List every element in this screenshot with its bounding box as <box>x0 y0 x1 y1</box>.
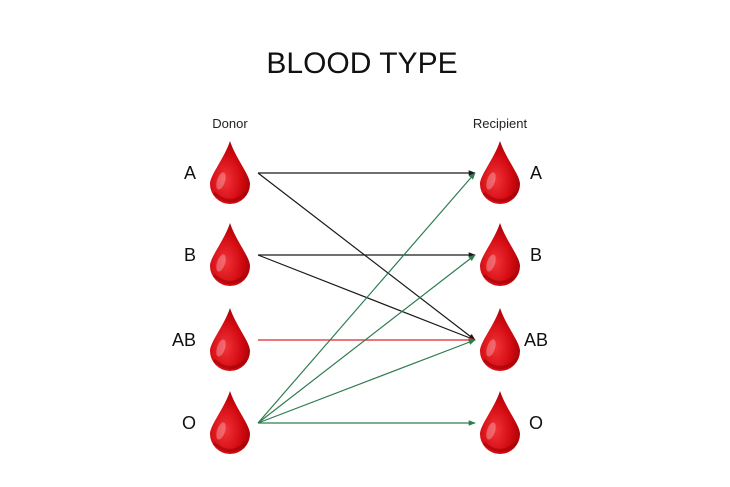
recipient-drop-b-icon <box>480 223 520 286</box>
drop-highlight <box>216 422 226 440</box>
recipient-drop-a-icon <box>480 141 520 204</box>
drop-shape <box>480 391 520 454</box>
recipient-drop-ab-icon <box>480 308 520 371</box>
recipient-drop-o-icon <box>480 391 520 454</box>
drop-highlight <box>216 339 226 357</box>
recipient-label-ab: AB <box>524 330 548 350</box>
recipient-label-b: B <box>530 245 542 265</box>
donor-label-b: B <box>184 245 196 265</box>
drop-shadow <box>212 358 248 369</box>
drop-shadow <box>212 273 248 284</box>
drop-highlight <box>486 422 496 440</box>
arrow-o-to-b <box>257 254 476 424</box>
diagram-title: BLOOD TYPE <box>266 47 457 80</box>
drop-highlight <box>216 172 226 190</box>
donor-label-o: O <box>182 413 196 433</box>
arrow-a-to-ab <box>257 172 476 341</box>
drop-highlight <box>486 254 496 272</box>
drop-shadow <box>482 191 518 202</box>
donor-label-a: A <box>184 163 196 183</box>
drop-highlight <box>216 254 226 272</box>
arrow-o-to-ab <box>257 339 476 424</box>
arrow-o-to-a <box>257 172 476 424</box>
drop-shadow <box>212 191 248 202</box>
donor-label-ab: AB <box>172 330 196 350</box>
drop-shape <box>210 391 250 454</box>
donor-drop-b-icon <box>210 223 250 286</box>
recipient-label-a: A <box>530 163 542 183</box>
donor-heading: Donor <box>212 116 248 131</box>
donor-drop-a-icon <box>210 141 250 204</box>
drop-shape <box>210 308 250 371</box>
recipient-heading: Recipient <box>473 116 528 131</box>
drop-shape <box>480 141 520 204</box>
donor-drop-ab-icon <box>210 308 250 371</box>
compatibility-arrows <box>257 170 476 426</box>
drop-shape <box>210 223 250 286</box>
drop-shadow <box>212 441 248 452</box>
drop-shadow <box>482 273 518 284</box>
drop-shadow <box>482 358 518 369</box>
drop-shape <box>480 223 520 286</box>
drop-highlight <box>486 172 496 190</box>
drop-shape <box>210 141 250 204</box>
drop-highlight <box>486 339 496 357</box>
drop-shadow <box>482 441 518 452</box>
drop-shape <box>480 308 520 371</box>
recipient-label-o: O <box>529 413 543 433</box>
donor-drop-o-icon <box>210 391 250 454</box>
